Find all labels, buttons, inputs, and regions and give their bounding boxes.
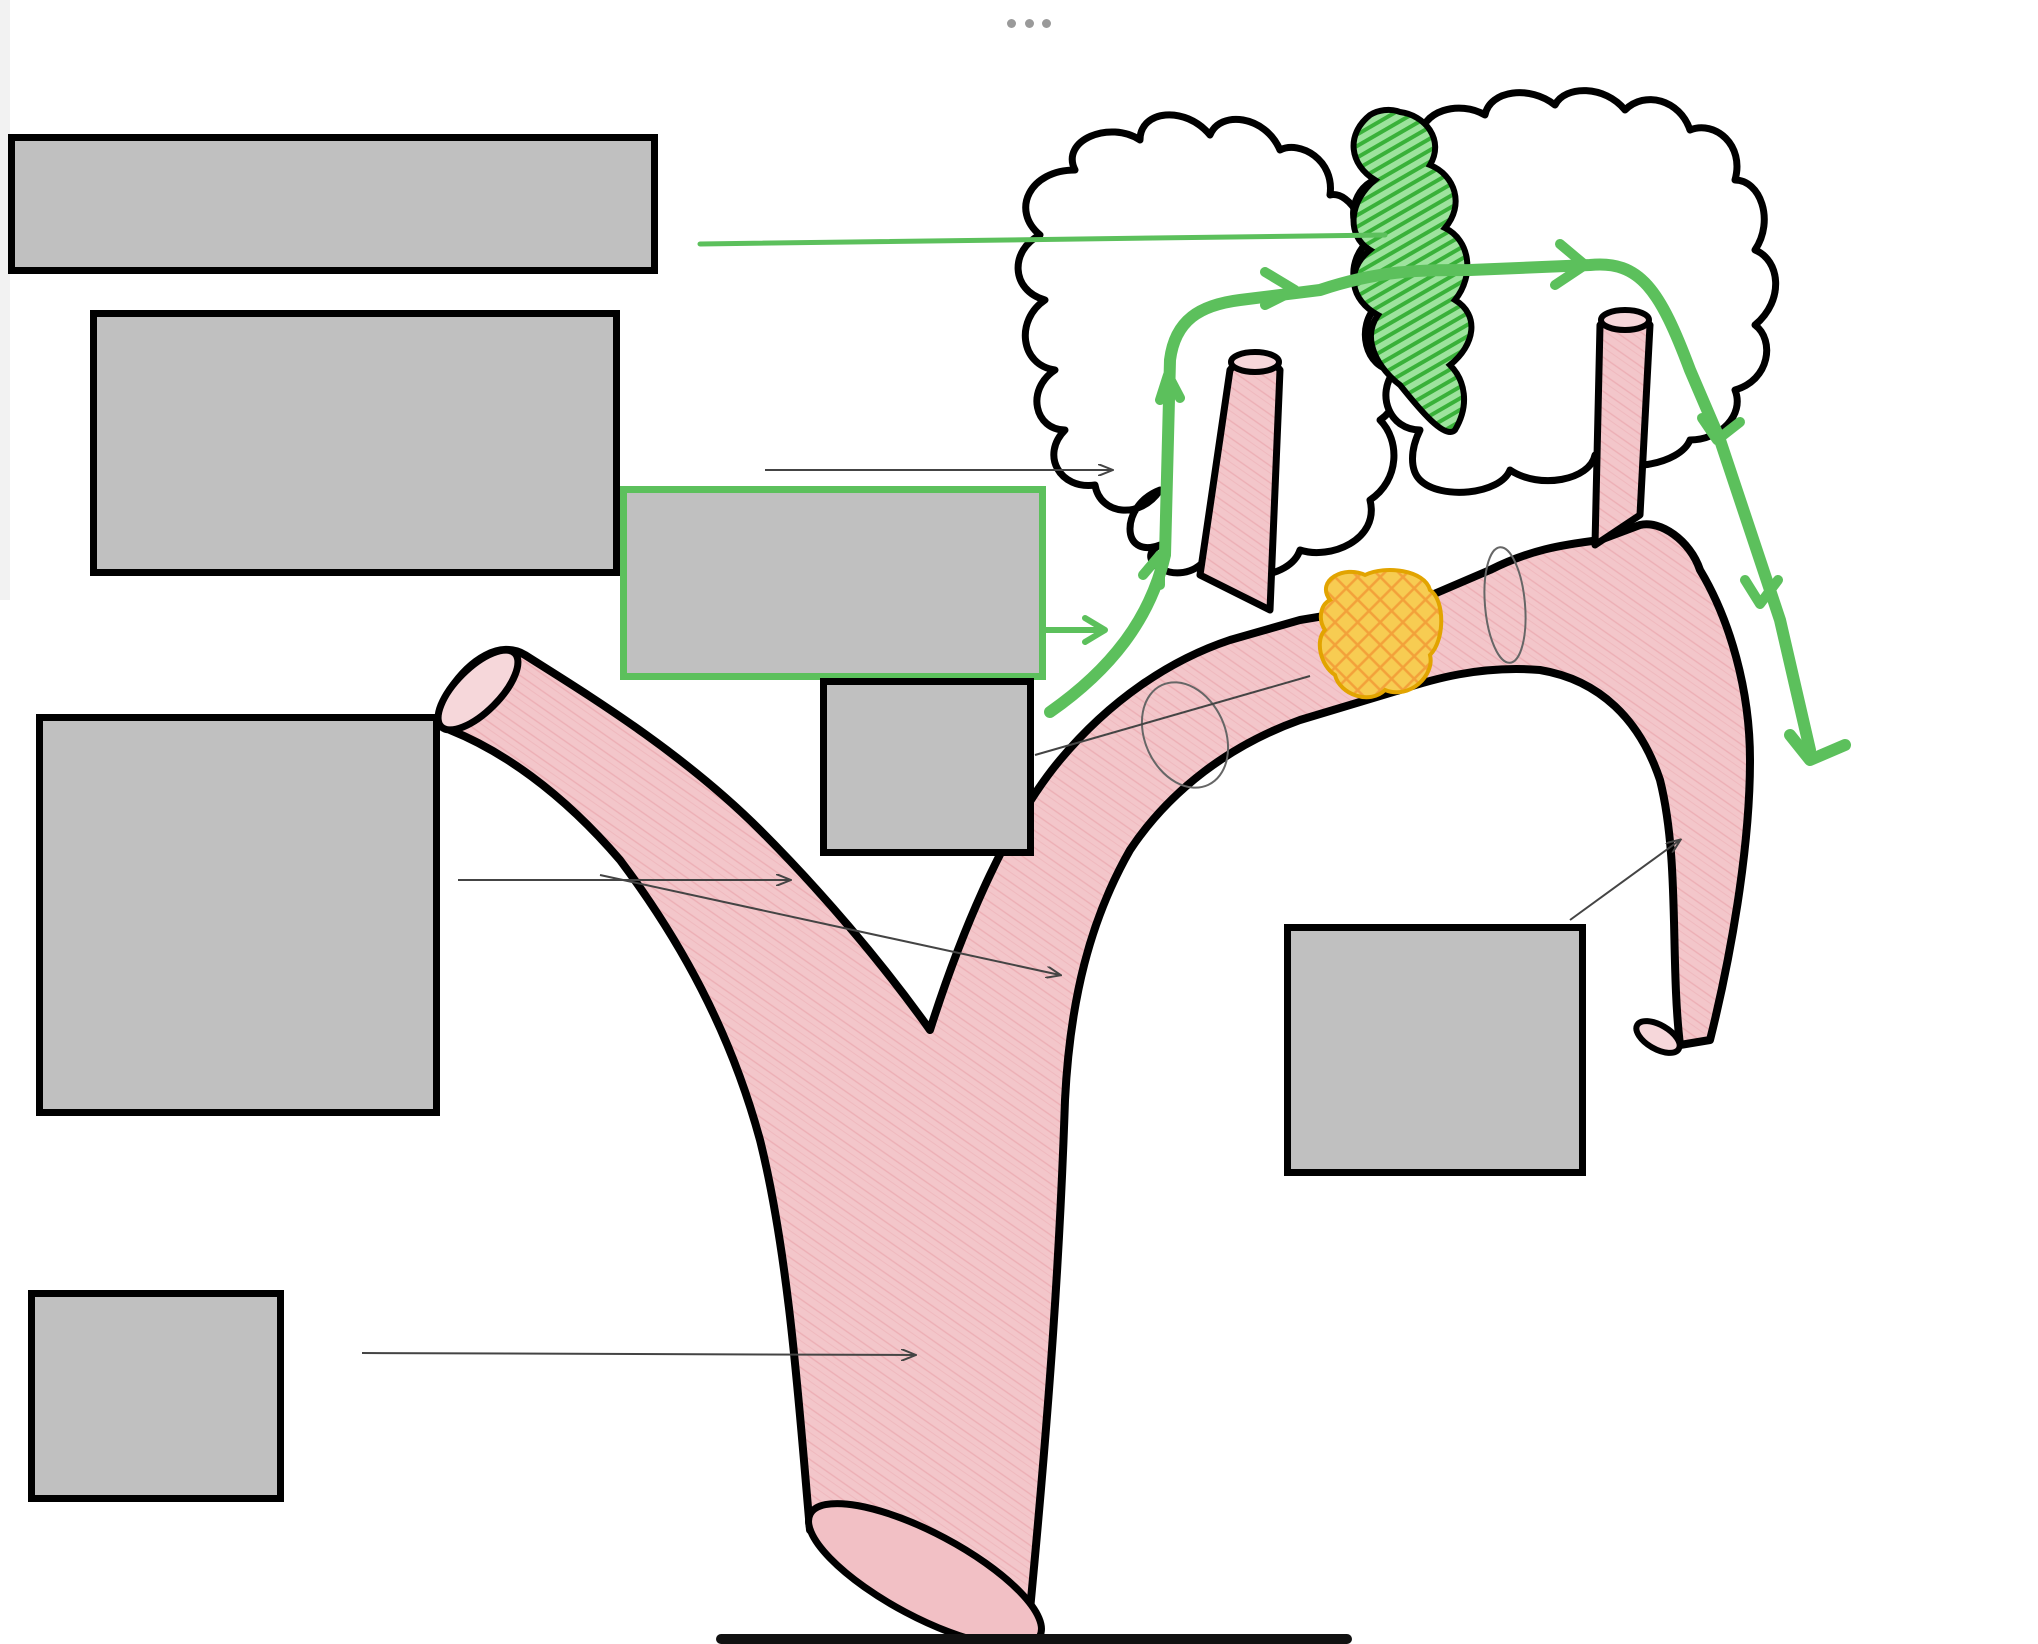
more-horizontal-icon[interactable] bbox=[1007, 16, 1051, 30]
cross-section-ring-right bbox=[1483, 546, 1527, 664]
label-box-2[interactable] bbox=[90, 310, 620, 576]
label-box-5[interactable] bbox=[36, 714, 440, 1116]
flow-arrows bbox=[697, 232, 1851, 766]
leader-line-d bbox=[361, 1353, 915, 1355]
leader-lines bbox=[361, 470, 1680, 1355]
more-dot bbox=[1042, 18, 1051, 28]
label-box-6[interactable] bbox=[1284, 924, 1586, 1176]
cross-section-ring-left bbox=[1140, 681, 1230, 789]
label-box-4[interactable] bbox=[820, 678, 1034, 856]
left-cloud bbox=[1014, 111, 1402, 580]
label-box-3-selected[interactable] bbox=[620, 486, 1046, 680]
upper-left-stub bbox=[1196, 349, 1284, 614]
more-dot bbox=[1007, 18, 1016, 28]
upper-right-stub bbox=[1591, 307, 1654, 549]
left-panel-edge bbox=[0, 0, 10, 600]
ganglion bbox=[1317, 568, 1444, 700]
more-dot bbox=[1024, 18, 1034, 28]
leader-line-e bbox=[1034, 675, 1311, 756]
home-indicator[interactable] bbox=[716, 1634, 1352, 1644]
label-box-7[interactable] bbox=[28, 1290, 284, 1502]
leader-line-f bbox=[1569, 840, 1680, 921]
label-box-1[interactable] bbox=[8, 134, 658, 274]
leader-line-c bbox=[599, 874, 1060, 975]
